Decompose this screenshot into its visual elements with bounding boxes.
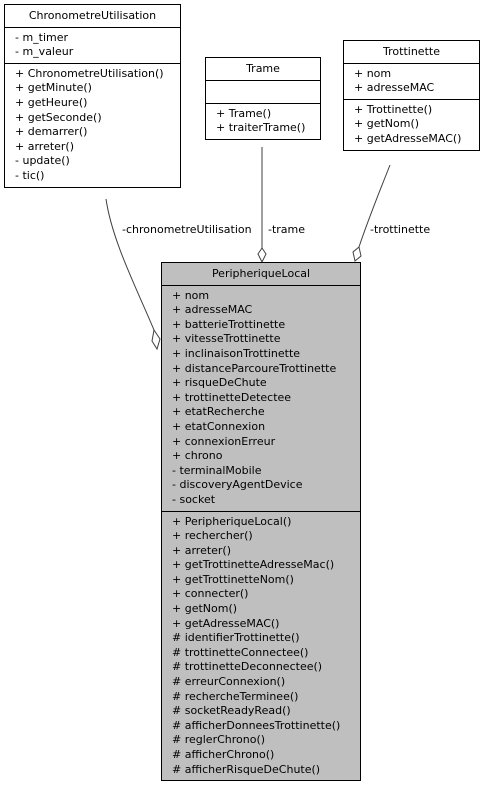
operation-item: + rechercher() [172, 529, 253, 543]
label-trame: -trame [268, 223, 306, 236]
operation-item: + getTrottinetteNom() [172, 572, 294, 586]
operation-item: + getMinute() [15, 81, 92, 95]
operation-item: + arreter() [15, 139, 75, 153]
class-title: PeripheriqueLocal [162, 263, 360, 286]
operation-item: + getAdresseMAC() [354, 131, 462, 145]
operation-item: # socketReadyRead() [172, 704, 291, 718]
attribute-item: + trottinetteDetectee [172, 390, 292, 404]
label-chronometre-utilisation: -chronometreUtilisation [122, 223, 252, 236]
attribute-item: + vitesseTrottinette [172, 332, 281, 346]
attribute-item: + chrono [172, 449, 223, 463]
attribute-item: - socket [172, 492, 216, 506]
operation-item: + getTrottinetteAdresseMac() [172, 558, 335, 572]
operation-item: + traiterTrame() [216, 121, 306, 135]
operation-item: # afficherRisqueDeChute() [172, 762, 321, 776]
attribute-item: + connexionErreur [172, 434, 276, 448]
link-chronometre [105, 198, 155, 331]
attributes-section: + nom+ adresseMAC [344, 64, 479, 100]
operation-item: # erreurConnexion() [172, 675, 286, 689]
link-trottinette [358, 164, 391, 248]
class-trame[interactable]: Trame + Trame()+ traiterTrame() [205, 57, 321, 140]
operation-item: - tic() [15, 168, 45, 182]
operation-item: + demarrer() [15, 125, 88, 139]
operations-section: + Trottinette()+ getNom()+ getAdresseMAC… [344, 100, 479, 150]
class-title: ChronometreUtilisation [5, 5, 180, 28]
diamond-trame [257, 247, 267, 264]
class-peripherique-local[interactable]: PeripheriqueLocal + nom+ adresseMAC+ bat… [161, 262, 361, 782]
attribute-item: - m_timer [15, 30, 69, 44]
attribute-item: + risqueDeChute [172, 376, 267, 390]
operation-item: # reglerChrono() [172, 733, 266, 747]
operations-section: + Trame()+ traiterTrame() [206, 104, 320, 139]
operation-item: + PeripheriqueLocal() [172, 514, 292, 528]
operation-item: + getSeconde() [15, 110, 102, 124]
attributes-section [206, 81, 320, 104]
attribute-item: + nom [172, 288, 210, 302]
attribute-item: + etatRecherche [172, 405, 265, 419]
operations-section: + ChronometreUtilisation()+ getMinute()+… [5, 64, 180, 187]
attribute-item: + nom [354, 66, 392, 80]
operation-item: + getAdresseMAC() [172, 616, 280, 630]
label-trottinette: -trottinette [370, 223, 431, 236]
attribute-item: + distanceParcoureTrottinette [172, 361, 337, 375]
attribute-item: + etatConnexion [172, 419, 266, 433]
operation-item: # afficherChrono() [172, 748, 275, 761]
class-title: Trame [206, 58, 320, 81]
class-title: Trottinette [344, 41, 479, 64]
operation-item: + getNom() [354, 117, 420, 131]
attributes-section: + nom+ adresseMAC+ batterieTrottinette+ … [162, 286, 360, 512]
diamond-trottinette [352, 246, 362, 262]
operation-item: + getNom() [172, 602, 238, 616]
attribute-item: + inclinaisonTrottinette [172, 346, 301, 360]
operation-item: # trottinetteConnectee() [172, 645, 309, 659]
operation-item: # rechercheTerminee() [172, 689, 299, 703]
attribute-item: + batterieTrottinette [172, 317, 286, 331]
class-chronometre-utilisation[interactable]: ChronometreUtilisation - m_timer- m_vale… [4, 4, 181, 188]
class-trottinette[interactable]: Trottinette + nom+ adresseMAC + Trottine… [343, 40, 480, 151]
operation-item: # identifierTrottinette() [172, 631, 300, 645]
operation-item: + ChronometreUtilisation() [15, 66, 164, 80]
operation-item: + arreter() [172, 543, 232, 557]
attributes-section: - m_timer- m_valeur [5, 28, 180, 64]
operation-item: + Trottinette() [354, 102, 433, 116]
attribute-item: + adresseMAC [172, 303, 253, 317]
diamond-chronometre [151, 328, 161, 351]
attribute-item: + adresseMAC [354, 81, 435, 95]
attribute-item: - discoveryAgentDevice [172, 478, 303, 492]
operation-item: # trottinetteDeconnectee() [172, 660, 323, 674]
operations-section: + PeripheriqueLocal()+ rechercher()+ arr… [162, 512, 360, 781]
operation-item: + Trame() [216, 106, 272, 120]
operation-item: - update() [15, 154, 70, 168]
attribute-item: - terminalMobile [172, 463, 262, 477]
operation-item: + getHeure() [15, 95, 88, 109]
attribute-item: - m_valeur [15, 45, 74, 59]
operation-item: + connecter() [172, 587, 249, 601]
operation-item: # afficherDonneesTrottinette() [172, 718, 341, 732]
